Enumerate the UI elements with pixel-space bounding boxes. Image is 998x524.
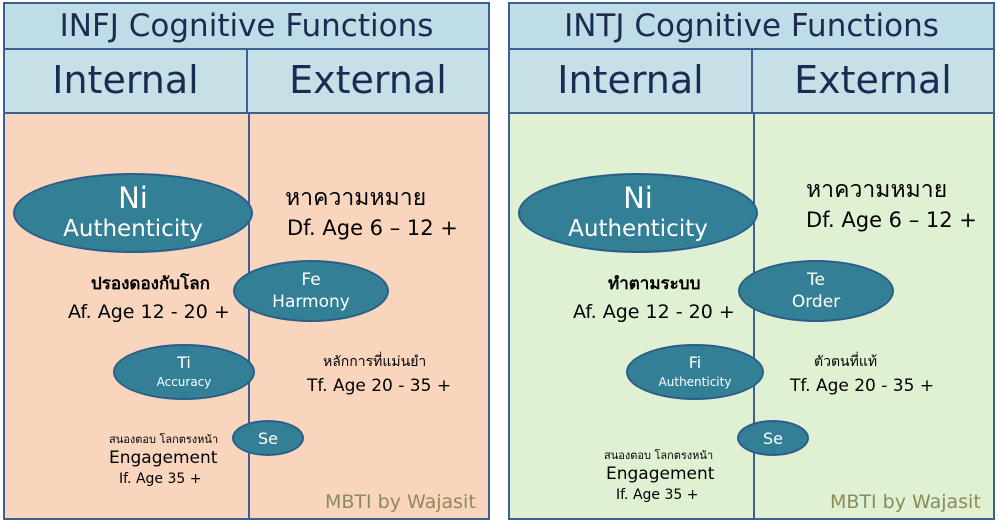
intj-panel: INTJ Cognitive Functions Internal Extern…	[508, 2, 995, 520]
intj-fi-thai: ตัวตนที่แท้	[814, 354, 878, 370]
infj-fe-oval: Fe Harmony	[233, 260, 389, 322]
infj-fe-name: Harmony	[272, 292, 350, 312]
infj-ni-oval: Ni Authenticity	[13, 173, 253, 253]
infj-fe-age: Af. Age 12 - 20 +	[68, 301, 230, 323]
intj-internal-header: Internal	[510, 50, 753, 114]
intj-se-oval: Se	[737, 420, 809, 456]
intj-footer: MBTI by Wajasit	[830, 491, 981, 513]
infj-se-oval: Se	[232, 420, 304, 456]
intj-fi-oval: Fi Authenticity	[626, 344, 764, 400]
infj-ti-name: Accuracy	[156, 375, 212, 389]
infj-ti-code: Ti	[177, 353, 191, 372]
infj-ni-age: Df. Age 6 – 12 +	[287, 216, 458, 240]
infj-se-code: Se	[258, 428, 278, 448]
intj-external-header: External	[753, 50, 993, 114]
infj-ti-oval: Ti Accuracy	[113, 344, 255, 400]
intj-te-code: Te	[807, 270, 825, 290]
intj-te-thai: ทำตามระบบ	[608, 274, 701, 294]
infj-fe-thai: ปรองดองกับโลก	[91, 274, 210, 294]
infj-internal-header: Internal	[5, 50, 248, 114]
intj-te-age: Af. Age 12 - 20 +	[573, 301, 735, 323]
infj-ni-name: Authenticity	[63, 216, 203, 242]
intj-title: INTJ Cognitive Functions	[510, 4, 993, 50]
infj-ni-code: Ni	[118, 181, 148, 215]
intj-fi-age: Tf. Age 20 - 35 +	[790, 376, 935, 396]
intj-ni-thai: หาความหมาย	[806, 177, 948, 203]
infj-ti-thai: หลักการที่แม่นยำ	[323, 354, 427, 370]
infj-se-name: Engagement	[109, 448, 218, 468]
intj-se-name: Engagement	[606, 464, 715, 484]
infj-title: INFJ Cognitive Functions	[5, 4, 488, 50]
infj-ti-age: Tf. Age 20 - 35 +	[307, 376, 452, 396]
intj-ni-name: Authenticity	[568, 216, 708, 242]
intj-ni-oval: Ni Authenticity	[518, 173, 758, 253]
infj-fe-code: Fe	[301, 270, 321, 290]
intj-se-code: Se	[763, 428, 783, 448]
intj-se-thai: สนองตอบ โลกตรงหน้า	[604, 449, 714, 462]
intj-te-oval: Te Order	[738, 260, 894, 322]
intj-ni-code: Ni	[623, 181, 653, 215]
intj-se-age: If. Age 35 +	[616, 487, 699, 503]
infj-se-age: If. Age 35 +	[119, 471, 202, 487]
infj-se-thai: สนองตอบ โลกตรงหน้า	[109, 433, 219, 446]
infj-external-header: External	[248, 50, 488, 114]
intj-ni-age: Df. Age 6 – 12 +	[806, 208, 977, 232]
intj-te-name: Order	[791, 292, 841, 312]
infj-panel: INFJ Cognitive Functions Internal Extern…	[3, 2, 490, 520]
infj-ni-thai: หาความหมาย	[285, 185, 427, 211]
intj-fi-name: Authenticity	[658, 375, 732, 389]
intj-fi-code: Fi	[688, 353, 702, 372]
infj-column-divider	[248, 114, 250, 518]
infj-footer: MBTI by Wajasit	[325, 491, 476, 513]
intj-column-divider	[753, 114, 755, 518]
